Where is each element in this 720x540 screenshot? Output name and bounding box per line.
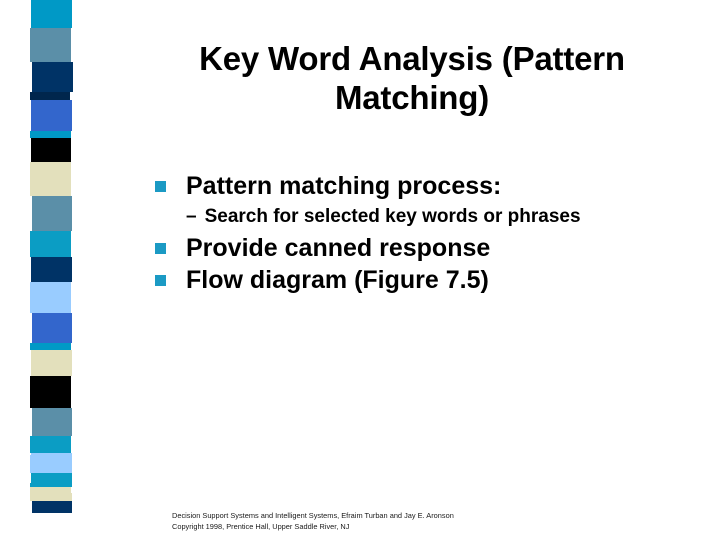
decor-color-block	[31, 473, 72, 487]
decor-color-block	[30, 487, 71, 501]
bullet-text: Flow diagram (Figure 7.5)	[186, 265, 489, 294]
decor-color-block	[30, 282, 71, 313]
decor-color-block	[32, 408, 72, 436]
decor-color-block	[31, 138, 71, 162]
decor-color-block	[31, 350, 72, 376]
slide-title-line-2: Matching)	[334, 78, 489, 116]
square-bullet-icon	[155, 274, 166, 286]
decor-color-block	[30, 436, 71, 453]
decor-color-block	[30, 162, 71, 196]
decor-color-block	[32, 62, 73, 92]
square-bullet-icon	[155, 243, 166, 255]
decor-color-block	[31, 100, 72, 131]
bullet-text: Provide canned response	[186, 234, 491, 263]
decor-color-block	[31, 257, 72, 282]
decor-color-block	[30, 376, 71, 408]
slide-footer-citation: Decision Support Systems and Intelligent…	[172, 511, 632, 532]
footer-line-1: Decision Support Systems and Intelligent…	[172, 511, 454, 520]
decor-color-block	[32, 313, 72, 343]
bullet-item: Pattern matching process:	[155, 172, 720, 202]
slide-title-line-1: Key Word Analysis (Pattern	[199, 40, 625, 77]
decor-color-block	[30, 131, 71, 138]
decor-color-block	[30, 455, 71, 473]
decor-color-block	[32, 501, 72, 513]
decor-color-block	[30, 231, 71, 257]
slide-title: Key Word Analysis (Pattern Matching)	[112, 40, 712, 118]
decorative-color-bar	[0, 0, 90, 540]
bullet-item: Provide canned response	[155, 234, 720, 264]
decor-color-block	[31, 0, 72, 28]
footer-line-2: Copyright 1998, Prentice Hall, Upper Sad…	[172, 521, 350, 531]
decor-color-block	[30, 92, 70, 100]
dash-bullet-icon: –	[186, 205, 197, 227]
decor-color-block	[30, 343, 71, 350]
square-bullet-icon	[155, 181, 166, 192]
decor-color-block	[32, 196, 72, 231]
sub-bullet-text: Search for selected key words or phrases	[204, 205, 581, 227]
sub-bullet-item: – Search for selected key words or phras…	[186, 206, 720, 228]
decor-color-block	[30, 28, 71, 62]
slide-body: Pattern matching process: – Search for s…	[155, 172, 720, 297]
bullet-item: Flow diagram (Figure 7.5)	[155, 266, 720, 296]
bullet-text: Pattern matching process:	[186, 172, 502, 200]
